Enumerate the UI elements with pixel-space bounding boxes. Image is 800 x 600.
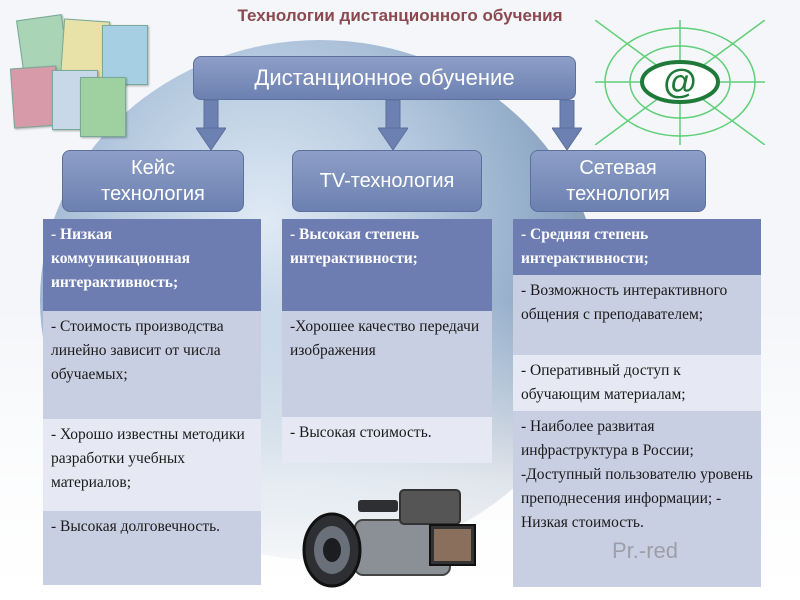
web-at-icon: @ [595, 20, 765, 145]
page-title: Технологии дистанционного обучения [237, 6, 563, 25]
video-camera-icon [302, 489, 476, 588]
feature-cell: - Высокая долговечность. [43, 511, 261, 585]
svg-text:@: @ [663, 63, 696, 101]
category-network: Сетевая технология [530, 150, 706, 212]
feature-cell: - Стоимость производства линейно зависит… [43, 311, 261, 419]
category-label: технология [101, 183, 205, 205]
category-label: Кейс [131, 157, 175, 179]
arrow-down-icon [552, 100, 582, 151]
category-tv: TV-технология [292, 150, 482, 212]
feature-cell: - Низкая коммуникационная интерактивност… [43, 219, 261, 311]
feature-cell: - Средняя степень интерактивности; [513, 219, 761, 275]
root-box: Дистанционное обучение [193, 56, 576, 100]
feature-cell: - Наиболее развитая инфраструктура в Рос… [513, 411, 761, 587]
feature-cell: - Оперативный доступ к обучающим материа… [513, 355, 761, 411]
feature-cell: -Хорошее качество передачи изображения [282, 311, 492, 417]
books-icon [9, 14, 160, 140]
feature-cell: - Хорошо известны методики разработки уч… [43, 419, 261, 511]
category-label: Сетевая [579, 157, 657, 179]
column-case: - Низкая коммуникационная интерактивност… [43, 219, 261, 585]
category-label: технология [566, 183, 670, 205]
feature-cell: - Высокая степень интерактивности; [282, 219, 492, 311]
column-network: - Средняя степень интерактивности; - Воз… [513, 219, 761, 587]
watermark: Pr.-red [612, 538, 679, 563]
arrow-down-icon [378, 100, 408, 151]
arrow-down-icon [196, 100, 226, 151]
category-label: TV-технология [319, 170, 455, 192]
feature-cell: - Возможность интерактивного общения с п… [513, 275, 761, 355]
feature-cell: - Высокая стоимость. [282, 417, 492, 463]
column-tv: - Высокая степень интерактивности; -Хоро… [282, 219, 492, 463]
category-case: Кейс технология [62, 150, 244, 212]
